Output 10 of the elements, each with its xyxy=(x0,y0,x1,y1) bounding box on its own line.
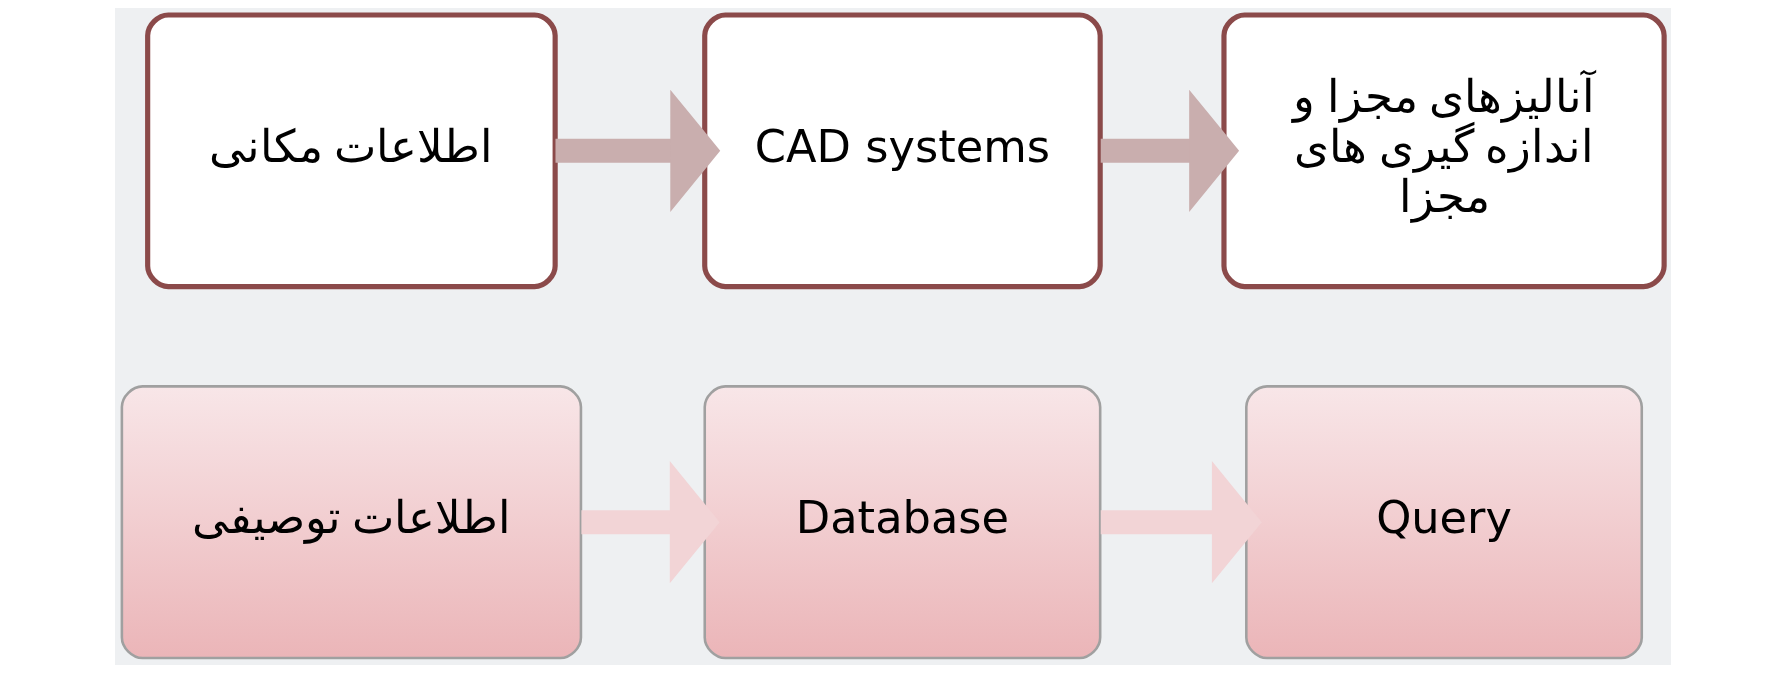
arrow xyxy=(1100,89,1240,212)
arrow xyxy=(1100,461,1262,584)
arrow xyxy=(581,461,720,584)
node-box: اطلاعات توصیفی xyxy=(120,385,583,660)
node-box: CAD systems xyxy=(702,12,1103,290)
node-box: آنالیزهای مجزا و اندازه گیری های مجزا xyxy=(1221,12,1667,290)
node-box: Query xyxy=(1245,385,1644,660)
node-box: اطلاعات مکانی xyxy=(145,12,558,290)
node-box: Database xyxy=(703,385,1102,660)
arrow xyxy=(555,89,721,212)
